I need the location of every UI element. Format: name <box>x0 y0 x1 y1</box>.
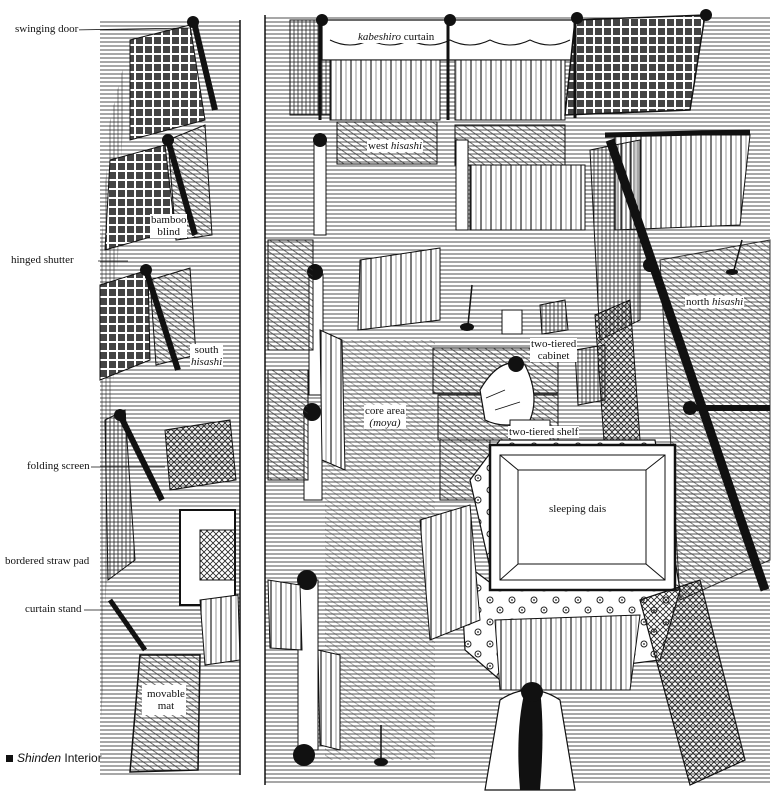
pillar <box>191 21 218 111</box>
curtain-stand <box>357 247 441 331</box>
folding-screen <box>639 579 746 786</box>
hinged-shutter-panel <box>99 269 151 381</box>
pillar-top <box>293 744 315 766</box>
label-bordered-straw-pad: bordered straw pad <box>4 555 91 567</box>
pillar <box>117 413 165 502</box>
pillar <box>165 139 198 236</box>
standing-woman <box>484 682 576 791</box>
right-panel <box>264 9 771 791</box>
roof-beam <box>605 138 770 592</box>
label-swinging-door: swinging door <box>14 23 80 35</box>
tatami-mat <box>267 369 309 481</box>
lamp-stand <box>733 239 743 271</box>
pillar-top <box>643 258 657 272</box>
caption-square-icon <box>6 755 13 762</box>
pillar-top <box>313 133 327 147</box>
pillar-top <box>187 16 199 28</box>
left-panel <box>99 16 241 775</box>
pillar-top <box>162 134 174 146</box>
label-sleeping-dais: sleeping dais <box>548 503 608 515</box>
lattice-shutter <box>564 14 706 116</box>
pillar-top <box>683 401 697 415</box>
curtain-stand <box>319 329 346 471</box>
pillar <box>455 139 469 231</box>
armrest-stand <box>539 299 569 335</box>
curtain-stand <box>199 594 241 666</box>
sleeping-dais <box>419 439 681 691</box>
curtain-stand <box>469 164 586 231</box>
bordered-straw-pad-inner <box>199 529 236 581</box>
pillar-top <box>140 264 152 276</box>
seated-noblewoman <box>479 356 535 426</box>
curtain-panel <box>329 59 441 121</box>
label-curtain-stand: curtain stand <box>24 603 83 615</box>
lamp-stand <box>467 284 473 326</box>
tatami-mat <box>267 239 314 351</box>
label-kabeshiro-curtain: kabeshiro curtain <box>357 31 436 43</box>
pillar <box>107 598 148 652</box>
pillar-top <box>444 14 456 26</box>
label-north-hisashi: north hisashi <box>685 296 745 308</box>
folding-screen <box>164 419 237 491</box>
hinged-shutter-panel <box>129 24 206 141</box>
label-hinged-shutter: hinged shutter <box>10 254 75 266</box>
low-table <box>501 309 523 335</box>
pillar-top <box>316 14 328 26</box>
leader-swinging-door <box>71 27 191 31</box>
pillar-top <box>700 9 712 21</box>
bamboo-blind <box>167 124 213 241</box>
lamp-stand-base <box>374 758 388 766</box>
west-hisashi-mat <box>454 124 566 166</box>
pillar-top <box>297 570 317 590</box>
lamp-stand-base <box>460 323 474 331</box>
pillar <box>313 139 327 236</box>
label-two-tiered-shelf: two-tiered shelf <box>508 426 580 438</box>
label-core-area: core area(moya) <box>364 405 406 429</box>
lamp-stand-base <box>726 269 738 275</box>
curtain-panel <box>454 59 566 121</box>
label-folding-screen: folding screen <box>26 460 91 472</box>
label-west-hisashi: west hisashi <box>367 140 424 152</box>
curtain-stand <box>267 579 303 651</box>
pillar-top <box>114 409 126 421</box>
pillar-top <box>571 12 583 24</box>
roof-beam <box>604 129 751 138</box>
curtain-stand <box>317 649 341 751</box>
leader-lines <box>71 27 200 611</box>
figure-caption: Shinden Interior <box>6 751 102 765</box>
pillar <box>143 269 181 371</box>
